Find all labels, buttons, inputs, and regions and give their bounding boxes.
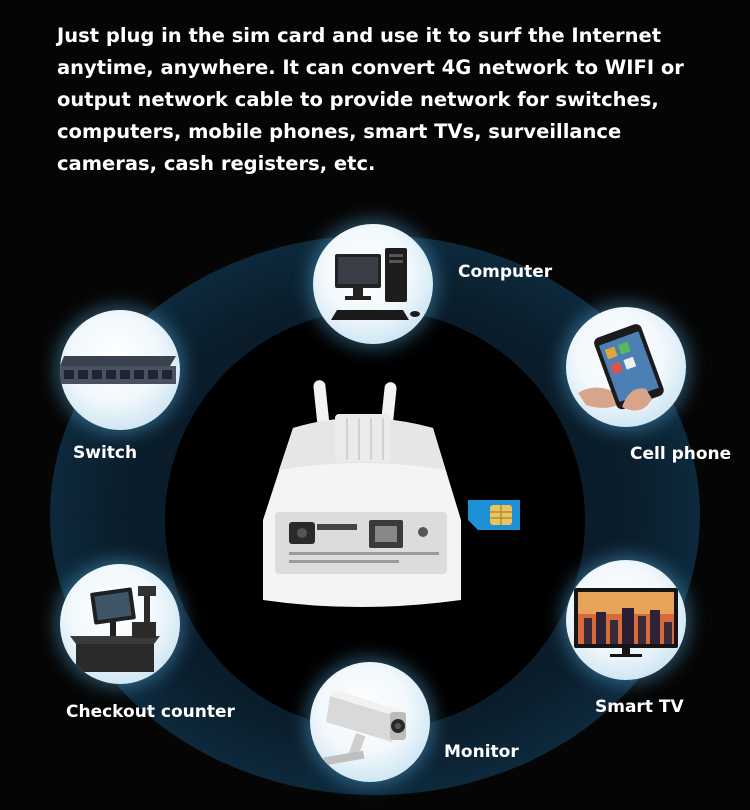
cell-phone-label: Cell phone bbox=[630, 444, 732, 464]
router-image bbox=[255, 370, 470, 615]
sim-card bbox=[468, 500, 520, 530]
checkout-counter-bubble bbox=[60, 564, 180, 684]
monitor-label: Monitor bbox=[444, 742, 519, 762]
smartphone-icon bbox=[578, 324, 664, 411]
desktop-computer-icon bbox=[331, 248, 420, 320]
monitor-bubble bbox=[310, 662, 430, 782]
smart-tv-bubble bbox=[566, 560, 686, 680]
pos-terminal-icon bbox=[70, 586, 160, 672]
checkout-counter-label: Checkout counter bbox=[66, 702, 235, 722]
switch-bubble bbox=[60, 310, 180, 430]
computer-label: Computer bbox=[458, 262, 553, 282]
security-camera-icon bbox=[323, 690, 406, 766]
headline: Just plug in the sim card and use it to … bbox=[57, 24, 684, 175]
smart-tv-label: Smart TV bbox=[595, 697, 684, 717]
network-switch-icon bbox=[60, 356, 176, 384]
computer-bubble bbox=[313, 224, 433, 344]
cell-phone-bubble bbox=[566, 307, 686, 427]
switch-label: Switch bbox=[73, 443, 138, 463]
4g-router-icon bbox=[263, 380, 461, 607]
tv-icon bbox=[574, 588, 678, 657]
sim-card-icon bbox=[468, 500, 520, 530]
